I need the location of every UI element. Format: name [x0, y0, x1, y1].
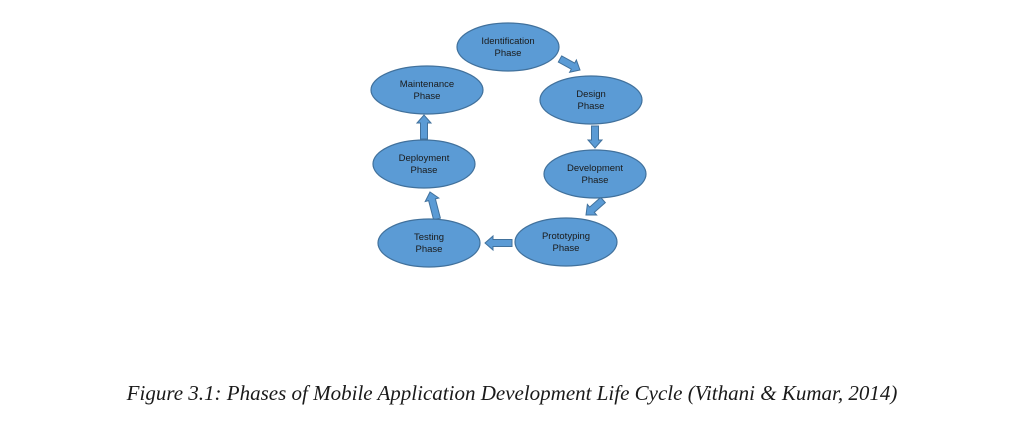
phase-label-name: Prototyping: [542, 231, 590, 242]
phase-label-name: Identification: [481, 36, 534, 47]
arrow-development-to-prototyping: [585, 196, 607, 216]
arrow-deployment-to-maintenance: [415, 114, 433, 140]
arrow-prototyping-to-testing: [484, 234, 513, 252]
figure-caption: Figure 3.1: Phases of Mobile Application…: [126, 381, 898, 405]
phase-label-name: Development: [567, 163, 623, 174]
arrow-testing-to-deployment: [424, 191, 441, 221]
phase-ellipse: [372, 139, 476, 189]
arrow-design-to-development: [586, 125, 604, 149]
phase-ellipse: [539, 75, 643, 125]
phase-label-suffix: Phase: [578, 101, 605, 112]
phase-label-name: Design: [576, 89, 606, 100]
phase-ellipse: [370, 65, 484, 115]
phase-label-suffix: Phase: [553, 243, 580, 254]
phase-label-suffix: Phase: [411, 165, 438, 176]
nodes-layer: IdentificationPhaseDesignPhaseDevelopmen…: [370, 22, 647, 268]
phase-label-name: Testing: [414, 232, 444, 243]
phase-label-suffix: Phase: [495, 48, 522, 59]
phase-ellipse: [514, 217, 618, 267]
phase-label-name: Maintenance: [400, 79, 454, 90]
phase-label-suffix: Phase: [414, 91, 441, 102]
phase-label-name: Deployment: [399, 153, 450, 164]
phase-ellipse: [377, 218, 481, 268]
phase-label-suffix: Phase: [582, 175, 609, 186]
phase-ellipse: [456, 22, 560, 72]
phase-ellipse: [543, 149, 647, 199]
arrows-layer: [415, 55, 607, 252]
phase-label-suffix: Phase: [416, 244, 443, 255]
arrow-identification-to-design: [557, 55, 581, 74]
